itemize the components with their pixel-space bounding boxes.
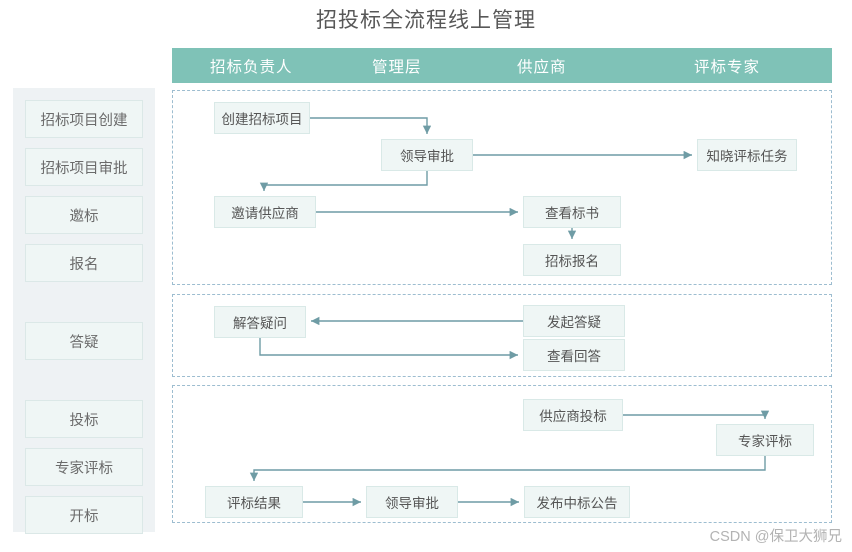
- role-header-bar: 招标负责人 管理层 供应商 评标专家: [172, 48, 832, 83]
- flow-node-answer-question[interactable]: 解答疑问: [214, 306, 306, 338]
- role-header-1: 管理层: [372, 58, 422, 76]
- flow-node-raise-question[interactable]: 发起答疑: [523, 305, 625, 337]
- flow-node-expert-review[interactable]: 专家评标: [716, 424, 814, 456]
- flow-node-leader-approve-1[interactable]: 领导审批: [381, 139, 473, 171]
- flow-section-qa-round: [172, 294, 832, 377]
- flow-node-supplier-bid[interactable]: 供应商投标: [523, 399, 623, 431]
- sidebar-item-3[interactable]: 报名: [25, 244, 143, 282]
- sidebar-item-0[interactable]: 招标项目创建: [25, 100, 143, 138]
- flow-node-create-project[interactable]: 创建招标项目: [214, 102, 310, 134]
- flow-section-tender-setup: [172, 90, 832, 285]
- role-header-0: 招标负责人: [210, 58, 293, 76]
- flow-node-review-result[interactable]: 评标结果: [205, 486, 303, 518]
- sidebar-item-2[interactable]: 邀标: [25, 196, 143, 234]
- flow-node-tender-signup[interactable]: 招标报名: [523, 244, 621, 276]
- page-title: 招投标全流程线上管理: [316, 9, 536, 32]
- flow-node-leader-approve-2[interactable]: 领导审批: [366, 486, 458, 518]
- role-header-3: 评标专家: [694, 58, 761, 76]
- flow-node-know-eval-task[interactable]: 知晓评标任务: [697, 139, 797, 171]
- role-header-2: 供应商: [517, 58, 567, 76]
- sidebar-item-1[interactable]: 招标项目审批: [25, 148, 143, 186]
- flow-node-view-tender-doc[interactable]: 查看标书: [523, 196, 621, 228]
- sidebar-item-4[interactable]: 答疑: [25, 322, 143, 360]
- sidebar-item-7[interactable]: 开标: [25, 496, 143, 534]
- watermark: CSDN @保卫大狮兄: [709, 529, 842, 545]
- sidebar-item-6[interactable]: 专家评标: [25, 448, 143, 486]
- sidebar-item-5[interactable]: 投标: [25, 400, 143, 438]
- flow-node-view-answer[interactable]: 查看回答: [523, 339, 625, 371]
- flow-node-publish-notice[interactable]: 发布中标公告: [524, 486, 630, 518]
- stage-sidebar: 招标项目创建招标项目审批邀标报名答疑投标专家评标开标: [13, 88, 155, 534]
- flow-section-bid-and-award: [172, 385, 832, 523]
- flow-node-invite-supplier[interactable]: 邀请供应商: [214, 196, 316, 228]
